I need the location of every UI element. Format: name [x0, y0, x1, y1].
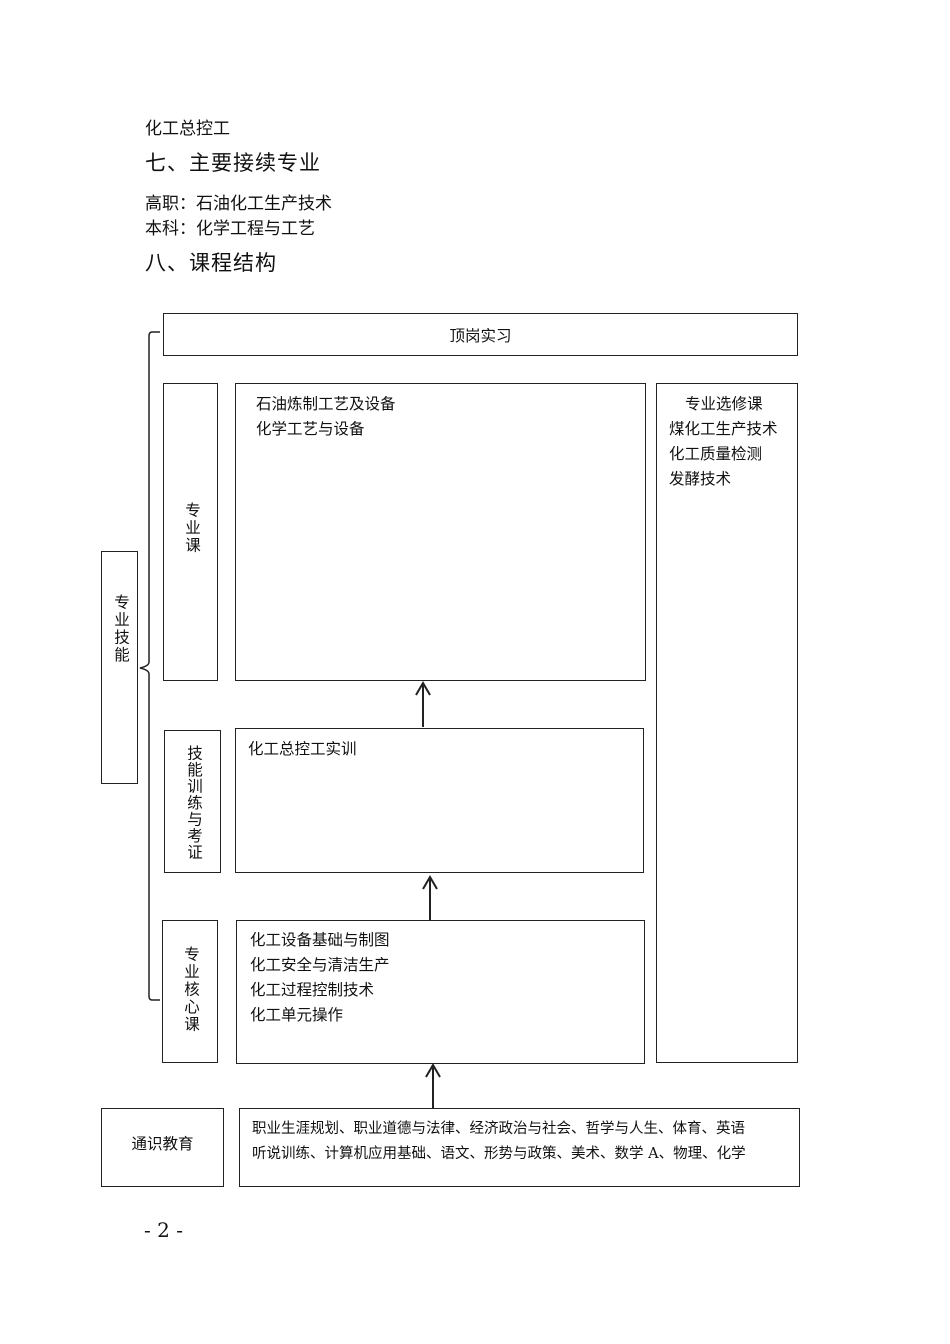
- electives-list: 专业选修课 煤化工生产技术 化工质量检测 发酵技术: [669, 392, 778, 492]
- core-course-4: 化工单元操作: [250, 1006, 344, 1024]
- arrow-skill-to-professional: [415, 681, 431, 727]
- core-courses: 化工设备基础与制图 化工安全与清洁生产 化工过程控制技术 化工单元操作: [250, 928, 390, 1028]
- skill-group-box: 专业技能: [101, 551, 138, 784]
- professional-label-box: 专业课: [163, 383, 218, 681]
- core-label-box: 专业核心课: [162, 920, 218, 1063]
- professional-label: 专业课: [183, 502, 201, 555]
- core-course-1: 化工设备基础与制图: [250, 931, 390, 949]
- general-courses-box: 职业生涯规划、职业道德与法律、经济政治与社会、哲学与人生、体育、英语 听说训练、…: [239, 1108, 800, 1187]
- elective-course-2: 化工质量检测: [669, 445, 763, 463]
- electives-box: 专业选修课 煤化工生产技术 化工质量检测 发酵技术: [656, 383, 798, 1063]
- general-label: 通识教育: [131, 1135, 194, 1153]
- elective-course-1: 煤化工生产技术: [669, 420, 778, 438]
- skill-training-courses: 化工总控工实训: [248, 737, 357, 762]
- core-label: 专业核心课: [182, 946, 200, 1034]
- intro-line: 化工总控工: [145, 119, 230, 139]
- core-course-3: 化工过程控制技术: [250, 981, 375, 999]
- section7-title: 七、主要接续专业: [145, 151, 321, 175]
- group-bracket: [139, 331, 160, 1001]
- general-label-box: 通识教育: [101, 1108, 224, 1187]
- internship-label: 顶岗实习: [449, 327, 512, 345]
- professional-course-1: 石油炼制工艺及设备: [256, 395, 396, 413]
- core-course-2: 化工安全与清洁生产: [250, 956, 390, 974]
- arrow-general-to-core: [425, 1063, 441, 1108]
- internship-box: 顶岗实习: [163, 313, 798, 356]
- electives-title: 专业选修课: [685, 395, 763, 413]
- skill-training-label: 技能训练与考证: [185, 745, 203, 861]
- core-courses-box: 化工设备基础与制图 化工安全与清洁生产 化工过程控制技术 化工单元操作: [236, 920, 645, 1064]
- skill-training-courses-box: 化工总控工实训: [235, 728, 644, 873]
- general-courses: 职业生涯规划、职业道德与法律、经济政治与社会、哲学与人生、体育、英语 听说训练、…: [252, 1117, 746, 1167]
- section7-line-1: 高职：石油化工生产技术: [145, 194, 332, 214]
- skill-training-course-1: 化工总控工实训: [248, 740, 357, 758]
- professional-courses: 石油炼制工艺及设备 化学工艺与设备: [256, 392, 396, 442]
- arrow-core-to-skill: [422, 875, 438, 920]
- general-line-1: 职业生涯规划、职业道德与法律、经济政治与社会、哲学与人生、体育、英语: [252, 1121, 745, 1137]
- section8-title: 八、课程结构: [145, 251, 277, 275]
- section7-line-2: 本科：化学工程与工艺: [145, 219, 315, 239]
- skill-group-label: 专业技能: [112, 594, 130, 664]
- general-line-2: 听说训练、计算机应用基础、语文、形势与政策、美术、数学 A、物理、化学: [252, 1146, 746, 1162]
- page-number: - 2 -: [144, 1218, 183, 1242]
- skill-training-label-box: 技能训练与考证: [164, 730, 221, 873]
- professional-courses-box: 石油炼制工艺及设备 化学工艺与设备: [235, 383, 646, 681]
- elective-course-3: 发酵技术: [669, 470, 732, 488]
- professional-course-2: 化学工艺与设备: [256, 420, 365, 438]
